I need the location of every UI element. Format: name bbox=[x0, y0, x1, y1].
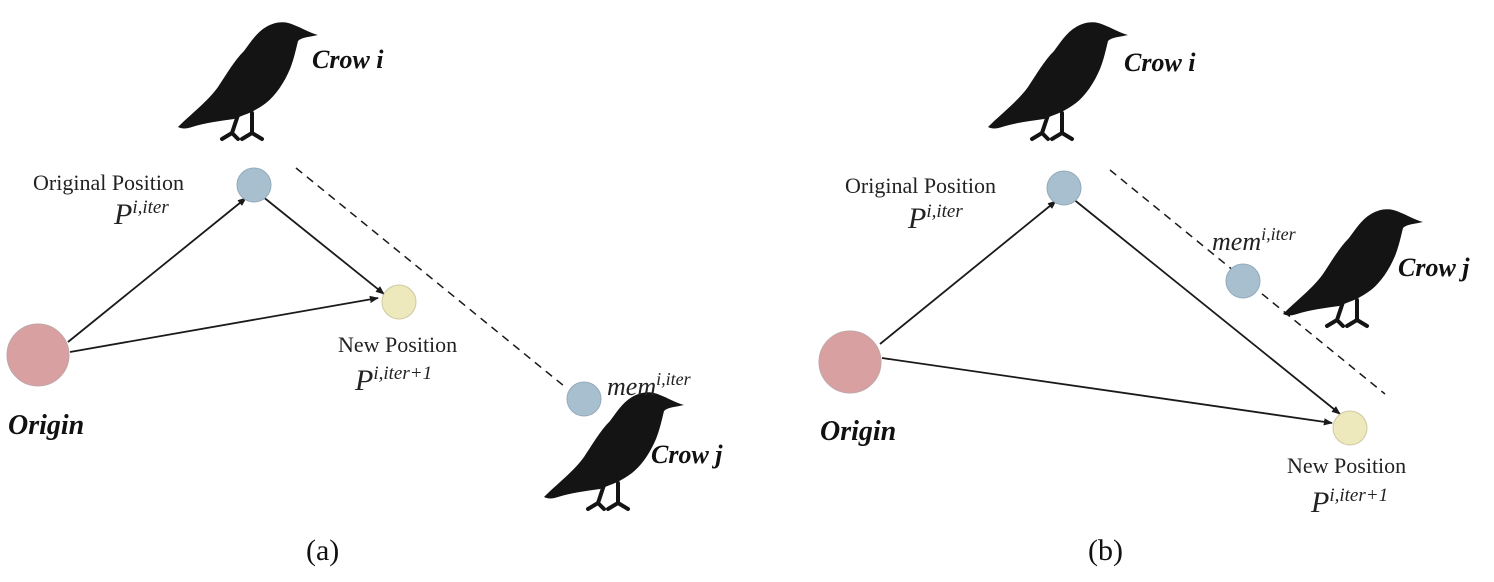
p-symbol: P bbox=[907, 202, 926, 235]
dashed-line-crow-to-mem bbox=[1109, 169, 1386, 395]
original-position-circle bbox=[236, 167, 272, 203]
mem-circle bbox=[1225, 263, 1261, 299]
crow-i-label: Crow i bbox=[1124, 48, 1196, 77]
arrow-origin-to-new bbox=[881, 357, 1333, 426]
mem-symbol: mem bbox=[1212, 227, 1261, 256]
p-superscript: i,iter bbox=[132, 197, 169, 218]
new-position-label: New Position bbox=[1287, 453, 1406, 478]
p-symbol: P bbox=[1310, 486, 1329, 519]
mem-circle bbox=[566, 381, 602, 417]
new-position-math: Pi,iter+1 bbox=[1310, 485, 1388, 519]
mem-superscript: i,iter bbox=[656, 369, 691, 389]
new-position-circle bbox=[381, 284, 417, 320]
new-position-circle bbox=[1332, 410, 1368, 446]
p-symbol: P bbox=[354, 364, 373, 397]
new-position-math: Pi,iter+1 bbox=[354, 363, 432, 397]
crow-j-label: Crow j bbox=[1398, 253, 1470, 282]
panel-b: Crow i Crow j Origin Original Position P… bbox=[818, 20, 1470, 567]
dashed-line-crow-to-mem bbox=[295, 167, 565, 387]
arrow-origin-to-original bbox=[879, 200, 1057, 345]
caption-b: (b) bbox=[1088, 534, 1123, 567]
caption-a: (a) bbox=[306, 534, 339, 567]
mem-math: memi,iter bbox=[607, 369, 692, 401]
arrow-original-to-new bbox=[261, 195, 385, 295]
origin-circle bbox=[818, 330, 882, 394]
crow-i-icon bbox=[986, 20, 1130, 141]
mem-symbol: mem bbox=[607, 372, 656, 401]
p-symbol: P bbox=[113, 198, 132, 231]
p-superscript: i,iter bbox=[926, 201, 963, 222]
panel-a: Crow i Crow j Origin Original Position P… bbox=[6, 20, 723, 567]
crow-i-icon bbox=[176, 20, 320, 141]
origin-label: Origin bbox=[8, 410, 84, 441]
mem-superscript: i,iter bbox=[1261, 224, 1296, 244]
arrow-original-to-new bbox=[1071, 197, 1341, 415]
new-position-label: New Position bbox=[338, 332, 457, 357]
original-position-label: Original Position bbox=[33, 170, 184, 195]
origin-circle bbox=[6, 323, 70, 387]
mem-math: memi,iter bbox=[1212, 224, 1297, 256]
crow-i-label: Crow i bbox=[312, 45, 384, 74]
origin-label: Origin bbox=[820, 416, 896, 447]
original-position-math: Pi,iter bbox=[113, 197, 169, 231]
original-position-label: Original Position bbox=[845, 173, 996, 198]
arrow-origin-to-original bbox=[67, 197, 247, 343]
original-position-math: Pi,iter bbox=[907, 201, 963, 235]
crow-j-label: Crow j bbox=[651, 440, 723, 469]
arrow-origin-to-new bbox=[69, 295, 379, 353]
p-superscript: i,iter+1 bbox=[373, 363, 432, 384]
p-superscript: i,iter+1 bbox=[1329, 485, 1388, 506]
original-position-circle bbox=[1046, 170, 1082, 206]
